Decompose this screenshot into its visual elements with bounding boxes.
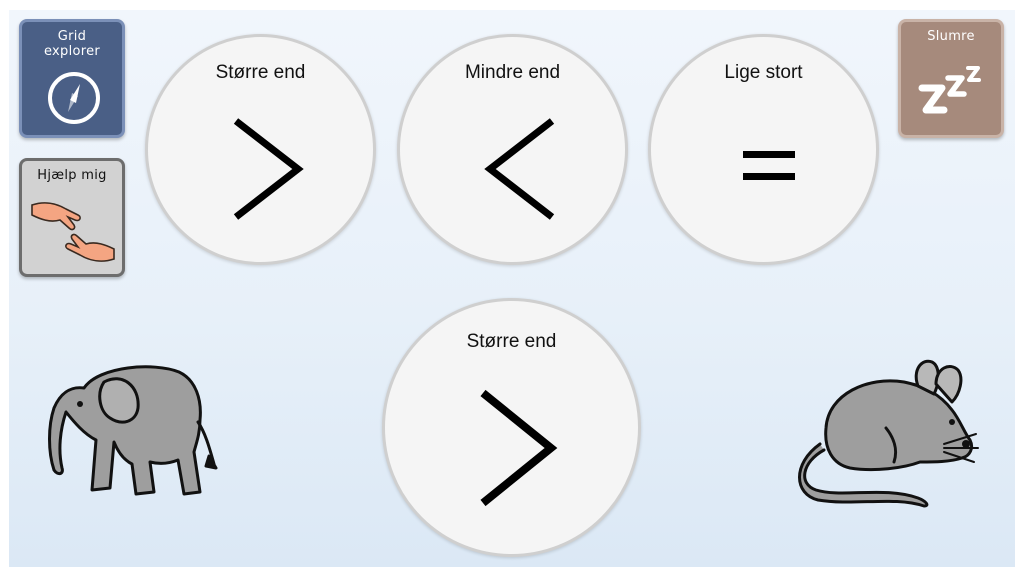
sleep-label: Slumre (927, 29, 975, 44)
answer-greater-than[interactable]: Større end (382, 298, 641, 557)
answer-label: Større end (466, 331, 557, 352)
mouse-icon (798, 359, 979, 508)
option-label: Mindre end (464, 62, 561, 83)
option-label: Lige stort (724, 62, 803, 83)
help-me-label: Hjælp mig (37, 168, 107, 183)
greater-than-symbol (233, 118, 304, 220)
sleep-button[interactable]: Slumre (898, 19, 1004, 138)
grid-explorer-button[interactable]: Grid explorer (19, 19, 125, 138)
help-me-button[interactable]: Hjælp mig (19, 158, 125, 277)
option-label: Større end (215, 62, 306, 83)
elephant-icon (48, 365, 218, 496)
equals-symbol (743, 151, 795, 180)
option-greater-than[interactable]: Større end (145, 34, 376, 265)
compass-icon (48, 72, 100, 124)
helping-hands-icon (31, 202, 115, 262)
less-than-symbol (484, 118, 555, 220)
grid-explorer-label: Grid explorer (43, 29, 101, 59)
greater-than-symbol (480, 389, 558, 507)
option-equal[interactable]: Lige stort (648, 34, 879, 265)
zzz-icon (918, 66, 981, 114)
option-less-than[interactable]: Mindre end (397, 34, 628, 265)
